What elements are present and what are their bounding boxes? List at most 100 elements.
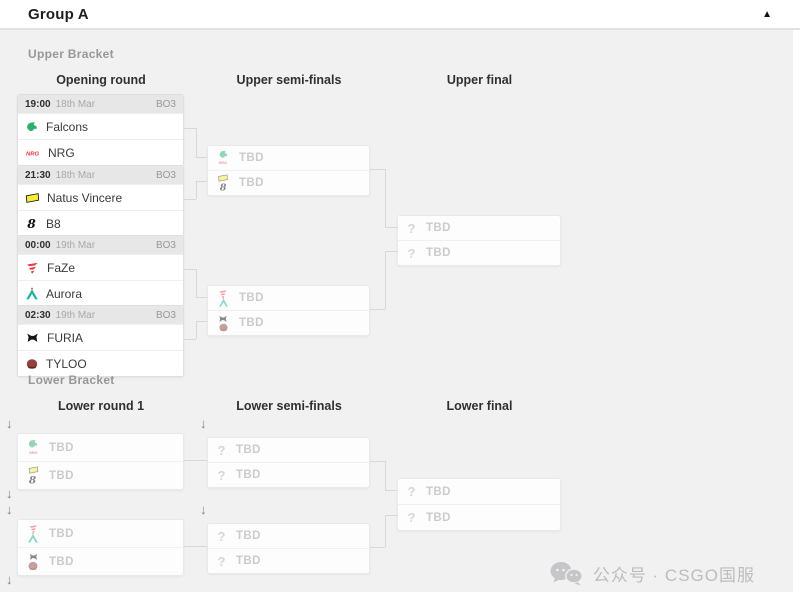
tbd-label: TBD [49,469,74,482]
team-row-b8[interactable]: B8 [18,210,183,236]
upper-semifinal-2[interactable]: TBD TBD [207,285,370,336]
question-mark-icon: ? [217,467,226,483]
upper-final[interactable]: ? TBD ? TBD [397,215,561,266]
team-row-falcons[interactable]: Falcons [18,113,183,139]
team-row-navi[interactable]: Natus Vincere [18,184,183,210]
column-header-lower-final: Lower final [446,399,513,413]
match-header: 19:00 18th Mar BO3 [18,95,183,113]
group-title: Group A [28,5,89,23]
lower-final[interactable]: ? TBD ? TBD [397,478,561,531]
match-time: 19:00 [25,98,51,110]
tbd-label: TBD [49,527,74,540]
tbd-slot[interactable]: ? TBD [398,240,560,265]
column-header-opening-round: Opening round [56,73,146,87]
team-row-tyloo[interactable]: TYLOO [18,350,183,376]
tbd-label: TBD [49,555,74,568]
match-time: 00:00 [25,239,51,251]
match-date: 18th Mar [55,169,96,181]
tbd-label: TBD [236,555,261,567]
match-header: 02:30 19th Mar BO3 [18,306,183,324]
match-faze-aurora[interactable]: 00:00 19th Mar BO3 FaZe Aurora [17,235,184,307]
match-falcons-nrg[interactable]: 19:00 18th Mar BO3 Falcons NRG [17,94,184,166]
match-format: BO3 [155,98,176,110]
team-row-nrg[interactable]: NRG [18,139,183,165]
falcons-nrg-possible-icons [25,439,41,456]
question-mark-icon: ? [407,510,416,525]
tbd-slot[interactable]: ? TBD [208,462,369,487]
collapse-icon[interactable]: ▲ [762,8,772,20]
tbd-label: TBD [49,441,74,454]
team-row-faze[interactable]: FaZe [18,254,183,280]
match-date: 19th Mar [55,239,96,251]
column-header-lower-semifinals: Lower semi-finals [236,399,342,413]
lower-round1-match-1[interactable]: TBD TBD [17,433,184,490]
lower-semifinal-1[interactable]: ? TBD ? TBD [207,437,370,488]
tbd-slot[interactable]: TBD [18,547,183,575]
tbd-slot[interactable]: ? TBD [208,524,369,548]
question-mark-icon: ? [217,553,226,569]
lower-round1-match-2[interactable]: TBD TBD [17,519,184,576]
team-name: FaZe [47,260,76,275]
tbd-slot[interactable]: TBD [208,286,369,310]
match-format: BO3 [155,169,176,181]
faze-aurora-possible-icons [215,289,231,307]
tbd-slot[interactable]: ? TBD [398,216,560,240]
tbd-slot[interactable]: TBD [18,520,183,547]
tbd-label: TBD [426,222,451,234]
nrg-logo-icon [25,146,41,160]
loser-drop-arrow-icon: ↓ [6,502,13,517]
team-name: B8 [46,216,61,231]
tbd-slot[interactable]: ? TBD [208,548,369,573]
lower-semifinal-2[interactable]: ? TBD ? TBD [207,523,370,574]
team-row-aurora[interactable]: Aurora [18,280,183,306]
match-header: 00:00 19th Mar BO3 [18,236,183,254]
match-time: 02:30 [25,309,51,321]
falcons-nrg-possible-icons [215,150,231,166]
match-format: BO3 [155,309,176,321]
lower-bracket-label: Lower Bracket [28,373,115,387]
team-name: FURIA [47,330,83,345]
tbd-slot[interactable]: TBD [18,461,183,489]
tbd-slot[interactable]: TBD [208,170,369,195]
loser-drop-arrow-icon: ↓ [200,416,207,431]
aurora-logo-icon [25,287,39,301]
loser-drop-arrow-icon: ↓ [200,502,207,517]
watermark-text: 公众号 · CSGO国服 [592,566,755,585]
navi-b8-possible-icons [215,174,231,193]
tbd-label: TBD [236,530,261,542]
tbd-slot[interactable]: TBD [208,310,369,335]
tbd-slot[interactable]: ? TBD [208,438,369,462]
loser-drop-arrow-icon: ↓ [6,572,13,587]
tbd-label: TBD [239,292,264,304]
team-name: Falcons [46,119,89,134]
b8-logo-icon [25,216,39,231]
tbd-slot[interactable]: TBD [208,146,369,170]
match-date: 19th Mar [55,309,96,321]
tbd-label: TBD [426,485,451,498]
team-name: Natus Vincere [47,190,123,205]
tbd-slot[interactable]: ? TBD [398,504,560,530]
tbd-label: TBD [239,317,264,329]
furia-tyloo-possible-icons [215,315,231,332]
match-format: BO3 [155,239,176,251]
question-mark-icon: ? [407,245,416,261]
upper-semifinal-1[interactable]: TBD TBD [207,145,370,196]
watermark: 公众号 · CSGO国服 [549,561,755,586]
loser-drop-arrow-icon: ↓ [6,486,13,501]
furia-logo-icon [25,331,40,345]
tbd-slot[interactable]: TBD [18,434,183,461]
question-mark-icon: ? [407,484,416,499]
natus-vincere-logo-icon [25,191,40,205]
match-furia-tyloo[interactable]: 02:30 19th Mar BO3 FURIA TYLOO [17,305,184,377]
upper-bracket-label: Upper Bracket [28,47,114,61]
tbd-slot[interactable]: ? TBD [398,479,560,504]
match-navi-b8[interactable]: 21:30 18th Mar BO3 Natus Vincere B8 [17,165,184,237]
match-time: 21:30 [25,169,51,181]
tbd-label: TBD [239,177,264,189]
tbd-label: TBD [236,444,261,456]
group-header: Group A ▲ [0,0,800,30]
match-date: 18th Mar [55,98,96,110]
furia-tyloo-possible-icons [25,553,41,571]
team-row-furia[interactable]: FURIA [18,324,183,350]
